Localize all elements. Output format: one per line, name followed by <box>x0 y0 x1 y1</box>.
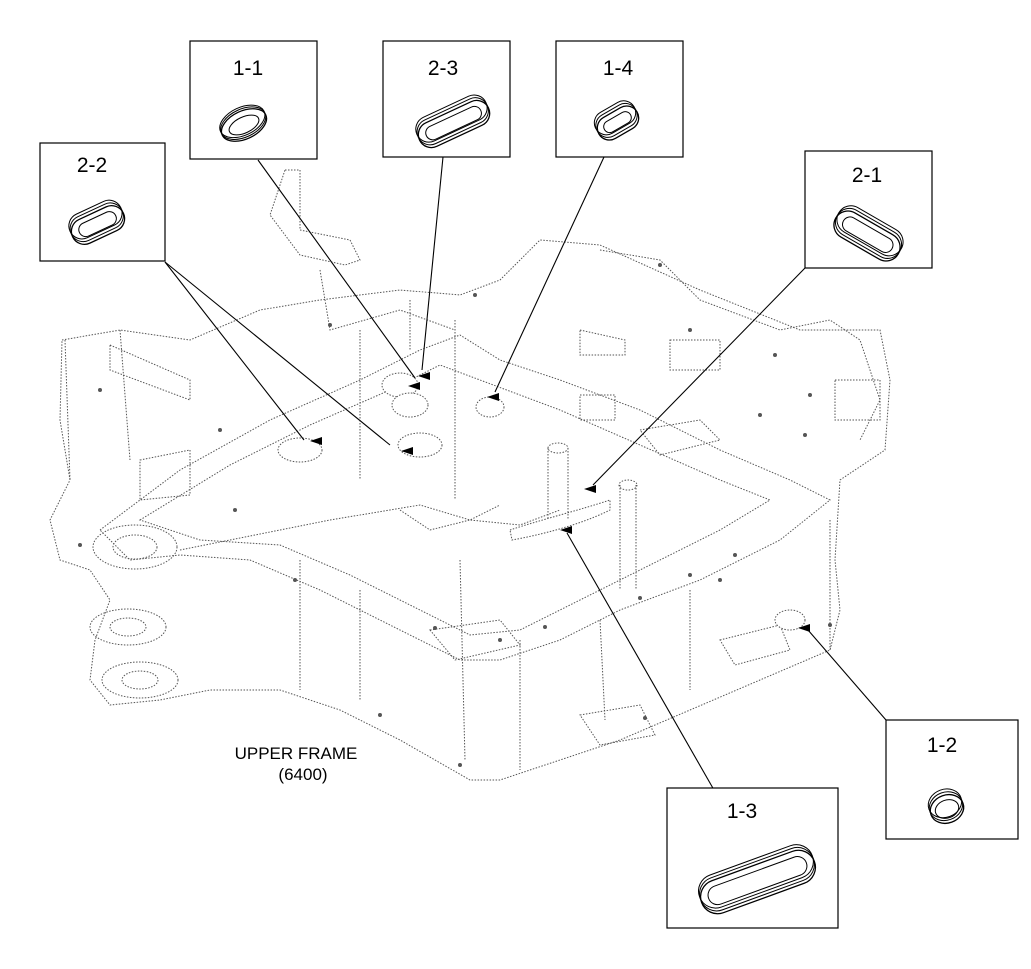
callout-1-2: 1-2 <box>885 719 1019 840</box>
grommet-icon <box>68 199 126 245</box>
callout-1-1: 1-1 <box>189 40 318 160</box>
callout-2-2: 2-2 <box>39 142 166 262</box>
frame-caption-title: UPPER FRAME <box>235 744 358 763</box>
callout-label: 1-3 <box>727 800 757 823</box>
grommet-icon <box>593 100 640 141</box>
callout-label: 1-1 <box>233 57 263 80</box>
callout-label: 1-2 <box>927 734 957 757</box>
grommet-icon <box>698 844 817 915</box>
callout-label: 2-1 <box>852 164 882 187</box>
callout-box <box>189 40 318 160</box>
callout-1-4: 1-4 <box>555 40 684 158</box>
grommet-icon <box>219 104 268 142</box>
grommet-icon <box>927 788 965 825</box>
upper-frame <box>49 169 891 781</box>
leader-lines <box>164 156 887 791</box>
callout-box <box>555 40 684 158</box>
callout-2-1: 2-1 <box>804 150 933 269</box>
callout-label: 2-3 <box>428 57 458 80</box>
grommet-icon <box>415 94 491 149</box>
grommet-icon <box>833 205 904 262</box>
callout-2-3: 2-3 <box>382 40 511 158</box>
callout-label: 1-4 <box>603 57 634 80</box>
callout-label: 2-2 <box>77 154 107 177</box>
callout-1-3: 1-3 <box>666 787 839 929</box>
arrow-markers <box>310 372 810 632</box>
frame-caption-code: (6400) <box>278 765 327 784</box>
